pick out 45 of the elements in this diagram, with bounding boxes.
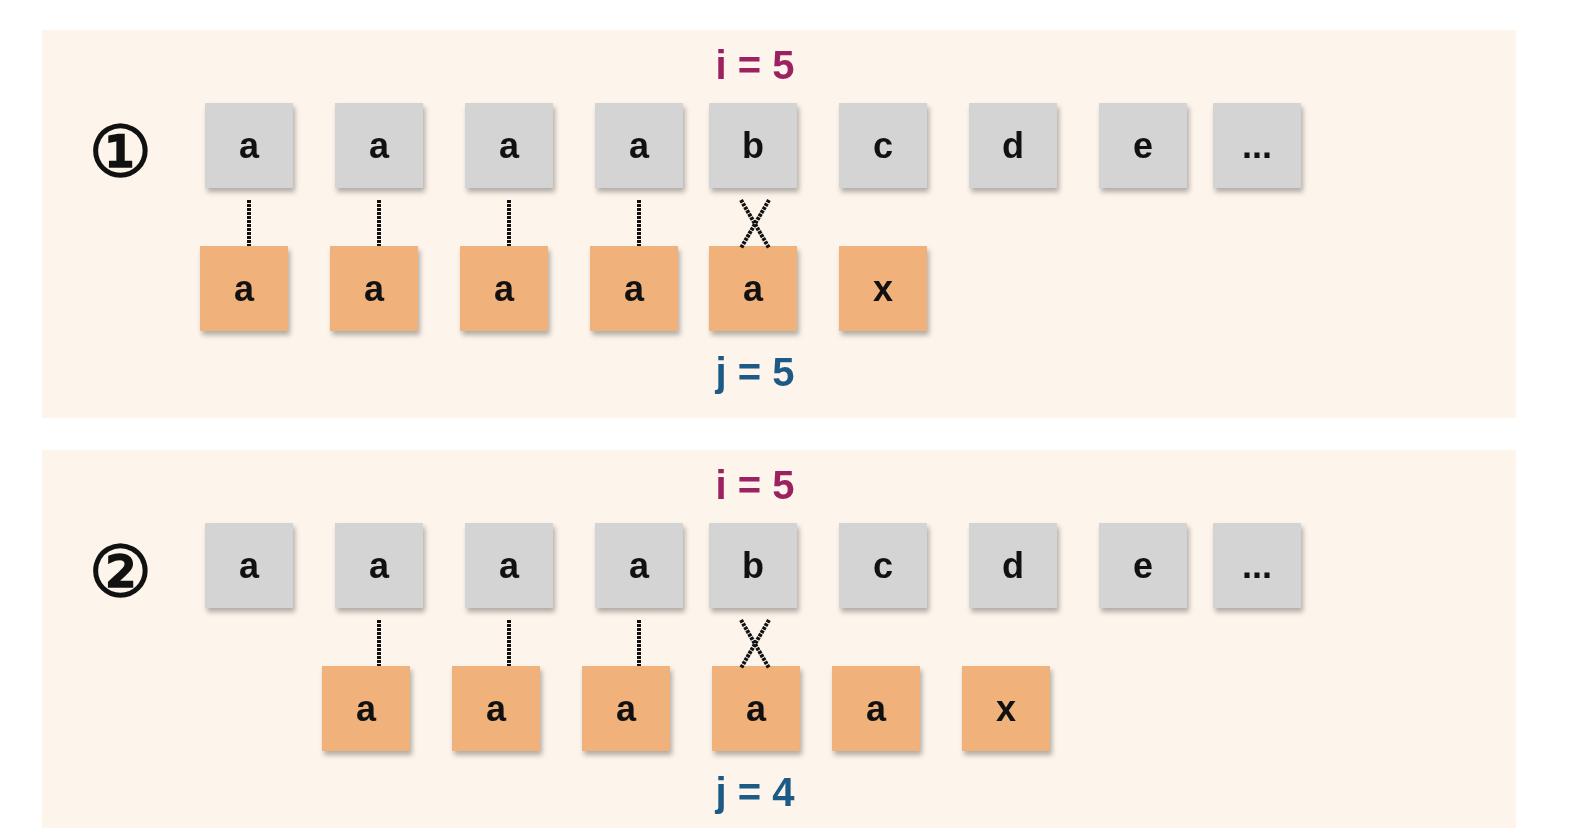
text-char-box: b	[709, 103, 797, 188]
text-char-box: a	[465, 523, 553, 608]
text-char-box: c	[839, 523, 927, 608]
text-char-box: d	[969, 523, 1057, 608]
text-char-box: a	[465, 103, 553, 188]
text-char-box: a	[205, 103, 293, 188]
text-char-box: d	[969, 103, 1057, 188]
pattern-char-box: a	[712, 666, 800, 751]
pattern-char-box: a	[200, 246, 288, 331]
text-char-box: e	[1099, 103, 1187, 188]
match-line	[637, 200, 641, 246]
index-label: i = 5	[715, 465, 795, 505]
panel-background	[42, 450, 1516, 828]
text-char-box: c	[839, 103, 927, 188]
pattern-char-box: a	[590, 246, 678, 331]
match-line	[377, 200, 381, 246]
pattern-char-box: a	[709, 246, 797, 331]
match-line	[247, 200, 251, 246]
pattern-char-box: a	[452, 666, 540, 751]
text-char-box: ...	[1213, 103, 1301, 188]
text-char-box: a	[335, 103, 423, 188]
match-line	[377, 620, 381, 666]
step-number: ①	[88, 117, 152, 187]
index-label: j = 4	[715, 772, 795, 812]
match-line	[637, 620, 641, 666]
text-char-box: e	[1099, 523, 1187, 608]
step-number: ②	[88, 537, 152, 607]
index-label: i = 5	[715, 45, 795, 85]
text-char-box: ...	[1213, 523, 1301, 608]
pattern-char-box: x	[839, 246, 927, 331]
index-label: j = 5	[715, 352, 795, 392]
text-char-box: b	[709, 523, 797, 608]
pattern-char-box: a	[832, 666, 920, 751]
text-char-box: a	[595, 523, 683, 608]
pattern-char-box: a	[330, 246, 418, 331]
pattern-char-box: a	[582, 666, 670, 751]
text-char-box: a	[205, 523, 293, 608]
panel-background	[42, 30, 1516, 418]
pattern-char-box: x	[962, 666, 1050, 751]
text-char-box: a	[595, 103, 683, 188]
match-line	[507, 200, 511, 246]
match-line	[507, 620, 511, 666]
pattern-char-box: a	[322, 666, 410, 751]
pattern-char-box: a	[460, 246, 548, 331]
text-char-box: a	[335, 523, 423, 608]
